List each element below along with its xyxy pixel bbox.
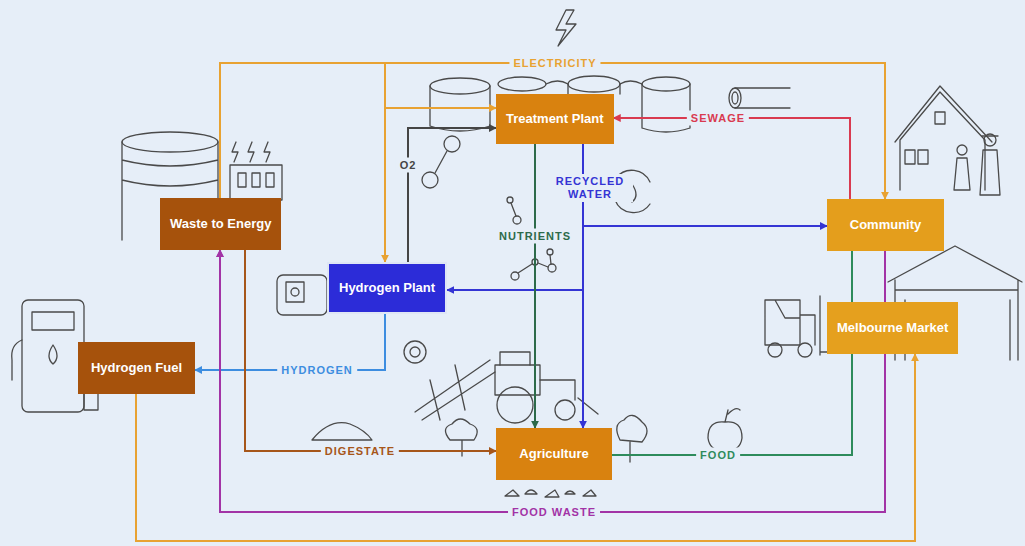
- waste-plant-sketch-stroke: [238, 173, 246, 187]
- flow-connector: [220, 250, 885, 512]
- tractor-sketch-stroke: [497, 387, 533, 423]
- tractor-sketch-stroke: [415, 360, 495, 420]
- waste-plant-sketch-stroke: [230, 165, 282, 200]
- forklift-sketch-stroke: [768, 343, 782, 357]
- process-box: Hydrogen Plant: [327, 262, 447, 314]
- flow-connector: [534, 144, 536, 428]
- house-sketch-stroke: [918, 150, 928, 164]
- house-sketch: [895, 86, 1000, 195]
- nutrient-molecules-stroke: [547, 249, 553, 255]
- treatment-tanks-stroke: [729, 88, 741, 108]
- lightning-icon-stroke: [556, 10, 576, 46]
- nutrient-molecules-stroke: [548, 264, 556, 272]
- house-sketch-stroke: [957, 145, 967, 155]
- treatment-tanks-stroke: [546, 81, 642, 84]
- treatment-tanks-stroke: [642, 77, 690, 91]
- oxygen-molecule: [422, 136, 460, 188]
- nutrient-molecules-stroke: [507, 197, 513, 203]
- treatment-tanks-stroke: [498, 77, 546, 91]
- house-sketch-stroke: [895, 86, 992, 190]
- hydrogen-ring-stroke: [404, 341, 426, 363]
- tractor-sketch-stroke: [495, 365, 540, 395]
- waste-plant-sketch-stroke: [232, 142, 270, 162]
- flow-label: HYDROGEN: [277, 363, 357, 378]
- flow-connector: [220, 250, 885, 512]
- tractor-sketch-stroke: [500, 352, 575, 400]
- flow-label: ELECTRICITY: [509, 56, 600, 71]
- waste-plant-sketch-stroke: [266, 173, 274, 187]
- treatment-tanks-stroke: [568, 84, 620, 94]
- flow-connector: [220, 63, 496, 198]
- lightning-icon: [556, 10, 576, 46]
- food-scraps: [505, 490, 596, 497]
- box-label: Agriculture: [519, 446, 588, 462]
- waste-plant-sketch: [122, 132, 282, 240]
- illustration-group: [12, 10, 1022, 497]
- process-box: Melbourne Market: [827, 302, 958, 354]
- apple-sketch: [708, 409, 742, 451]
- house-sketch-stroke: [954, 158, 970, 190]
- waste-plant-sketch-stroke: [122, 132, 218, 152]
- nutrient-molecules-stroke: [511, 203, 516, 216]
- box-label: Treatment Plant: [506, 111, 604, 127]
- oxygen-molecule-stroke: [435, 151, 447, 173]
- nutrient-molecules-stroke: [513, 216, 521, 224]
- oxygen-molecule-stroke: [422, 172, 438, 188]
- flow-label: SEWAGE: [687, 111, 749, 126]
- flow-connector: [408, 128, 496, 262]
- box-label: Hydrogen Plant: [339, 280, 435, 296]
- process-box: Hydrogen Fuel: [78, 342, 195, 394]
- digestate-pile: [312, 423, 372, 440]
- flow-label: O2: [396, 158, 421, 173]
- hydrogen-tank-sketch-stroke: [291, 288, 299, 296]
- box-label: Hydrogen Fuel: [91, 360, 182, 376]
- process-box: Treatment Plant: [496, 94, 614, 144]
- house-sketch-stroke: [935, 112, 945, 124]
- digestate-pile-stroke: [312, 423, 372, 440]
- box-label: Community: [850, 217, 922, 233]
- apple-sketch-stroke: [708, 409, 742, 451]
- house-sketch-stroke: [905, 150, 915, 164]
- fuel-pump-sketch-stroke: [22, 300, 84, 412]
- treatment-tanks-stroke: [430, 78, 490, 94]
- flow-label: FOOD: [696, 448, 740, 463]
- hydrogen-ring: [404, 341, 426, 363]
- treatment-tanks-stroke: [735, 88, 790, 108]
- tractor-sketch-stroke: [555, 400, 575, 420]
- process-box: Agriculture: [496, 428, 612, 480]
- flow-label: DIGESTATE: [321, 444, 399, 459]
- flow-connector: [614, 118, 850, 199]
- process-box: Community: [827, 199, 944, 251]
- treatment-tanks-stroke: [568, 76, 620, 92]
- oxygen-molecule-stroke: [444, 136, 460, 152]
- box-label: Waste to Energy: [170, 216, 271, 232]
- fuel-pump-sketch-stroke: [12, 340, 57, 380]
- flow-connector: [447, 144, 583, 290]
- flow-connector: [245, 250, 496, 451]
- forklift-sketch-stroke: [798, 343, 812, 357]
- treatment-tanks-stroke: [642, 84, 690, 132]
- flow-connector: [612, 354, 852, 455]
- flow-connector: [612, 251, 852, 455]
- waste-plant-sketch-stroke: [252, 173, 260, 187]
- box-label: Melbourne Market: [837, 320, 948, 336]
- tractor-sketch-stroke: [578, 398, 598, 414]
- flow-connector: [136, 354, 915, 541]
- flow-label: FOOD WASTE: [508, 505, 600, 520]
- tractor-sketch: [415, 352, 598, 423]
- food-scraps-stroke: [505, 490, 596, 497]
- hydrogen-tank-sketch-stroke: [277, 275, 327, 315]
- house-sketch-stroke: [980, 136, 1000, 195]
- treatment-tanks-stroke: [732, 92, 738, 104]
- hydrogen-ring-stroke: [410, 347, 420, 357]
- fuel-pump-sketch-stroke: [32, 312, 74, 330]
- flow-label: NUTRIENTS: [495, 229, 575, 244]
- hydrogen-tank-sketch: [277, 275, 327, 315]
- hydrogen-tank-sketch-stroke: [286, 282, 304, 302]
- process-box: Waste to Energy: [160, 198, 281, 250]
- flow-label: RECYCLED WATER: [547, 174, 633, 202]
